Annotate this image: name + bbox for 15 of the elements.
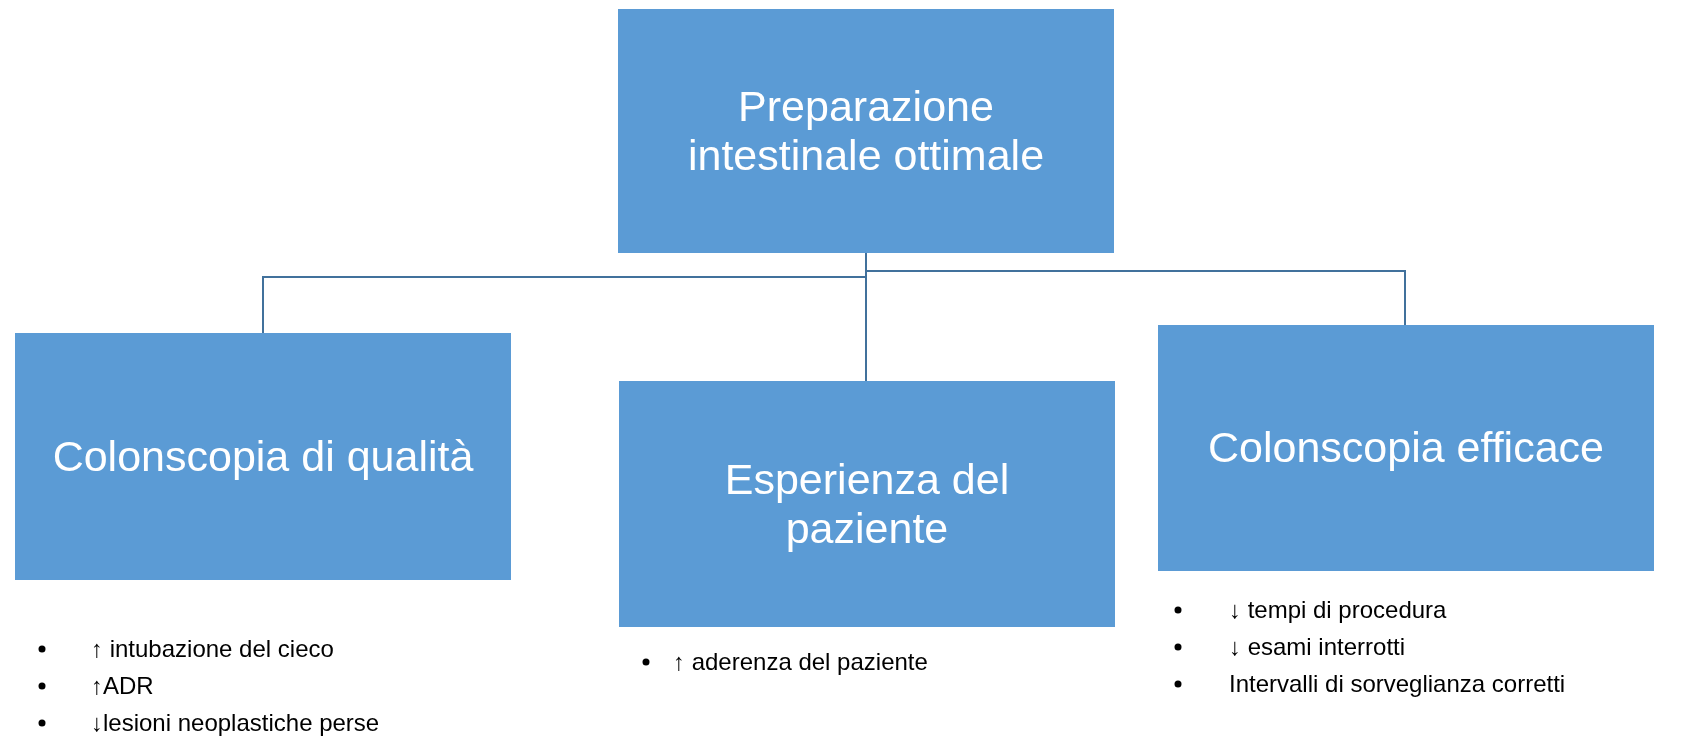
process-box — [15, 333, 511, 580]
box-label: Colonscopia efficace — [1208, 423, 1604, 473]
box-label: Colonscopia di qualità — [52, 431, 474, 482]
bullet-text: Intervalli di sorveglianza corretti — [1229, 669, 1566, 699]
bullet-text: ↑ADR — [91, 671, 154, 701]
bullet-text: ↑ intubazione del cieco — [91, 634, 334, 664]
process-box — [1158, 325, 1654, 571]
bullet-text: ↑ aderenza del paziente — [673, 647, 928, 677]
box-label: Preparazione intestinale ottimale — [686, 81, 1046, 181]
bullet-text: ↓lesioni neoplastiche perse — [91, 708, 380, 738]
bullet-text: ↓ esami interrotti — [1229, 632, 1406, 662]
process-box — [618, 9, 1114, 253]
box-label: Esperienza del paziente — [723, 454, 1011, 554]
process-box — [619, 381, 1115, 627]
bullet-text: ↓ tempi di procedura — [1229, 595, 1447, 625]
